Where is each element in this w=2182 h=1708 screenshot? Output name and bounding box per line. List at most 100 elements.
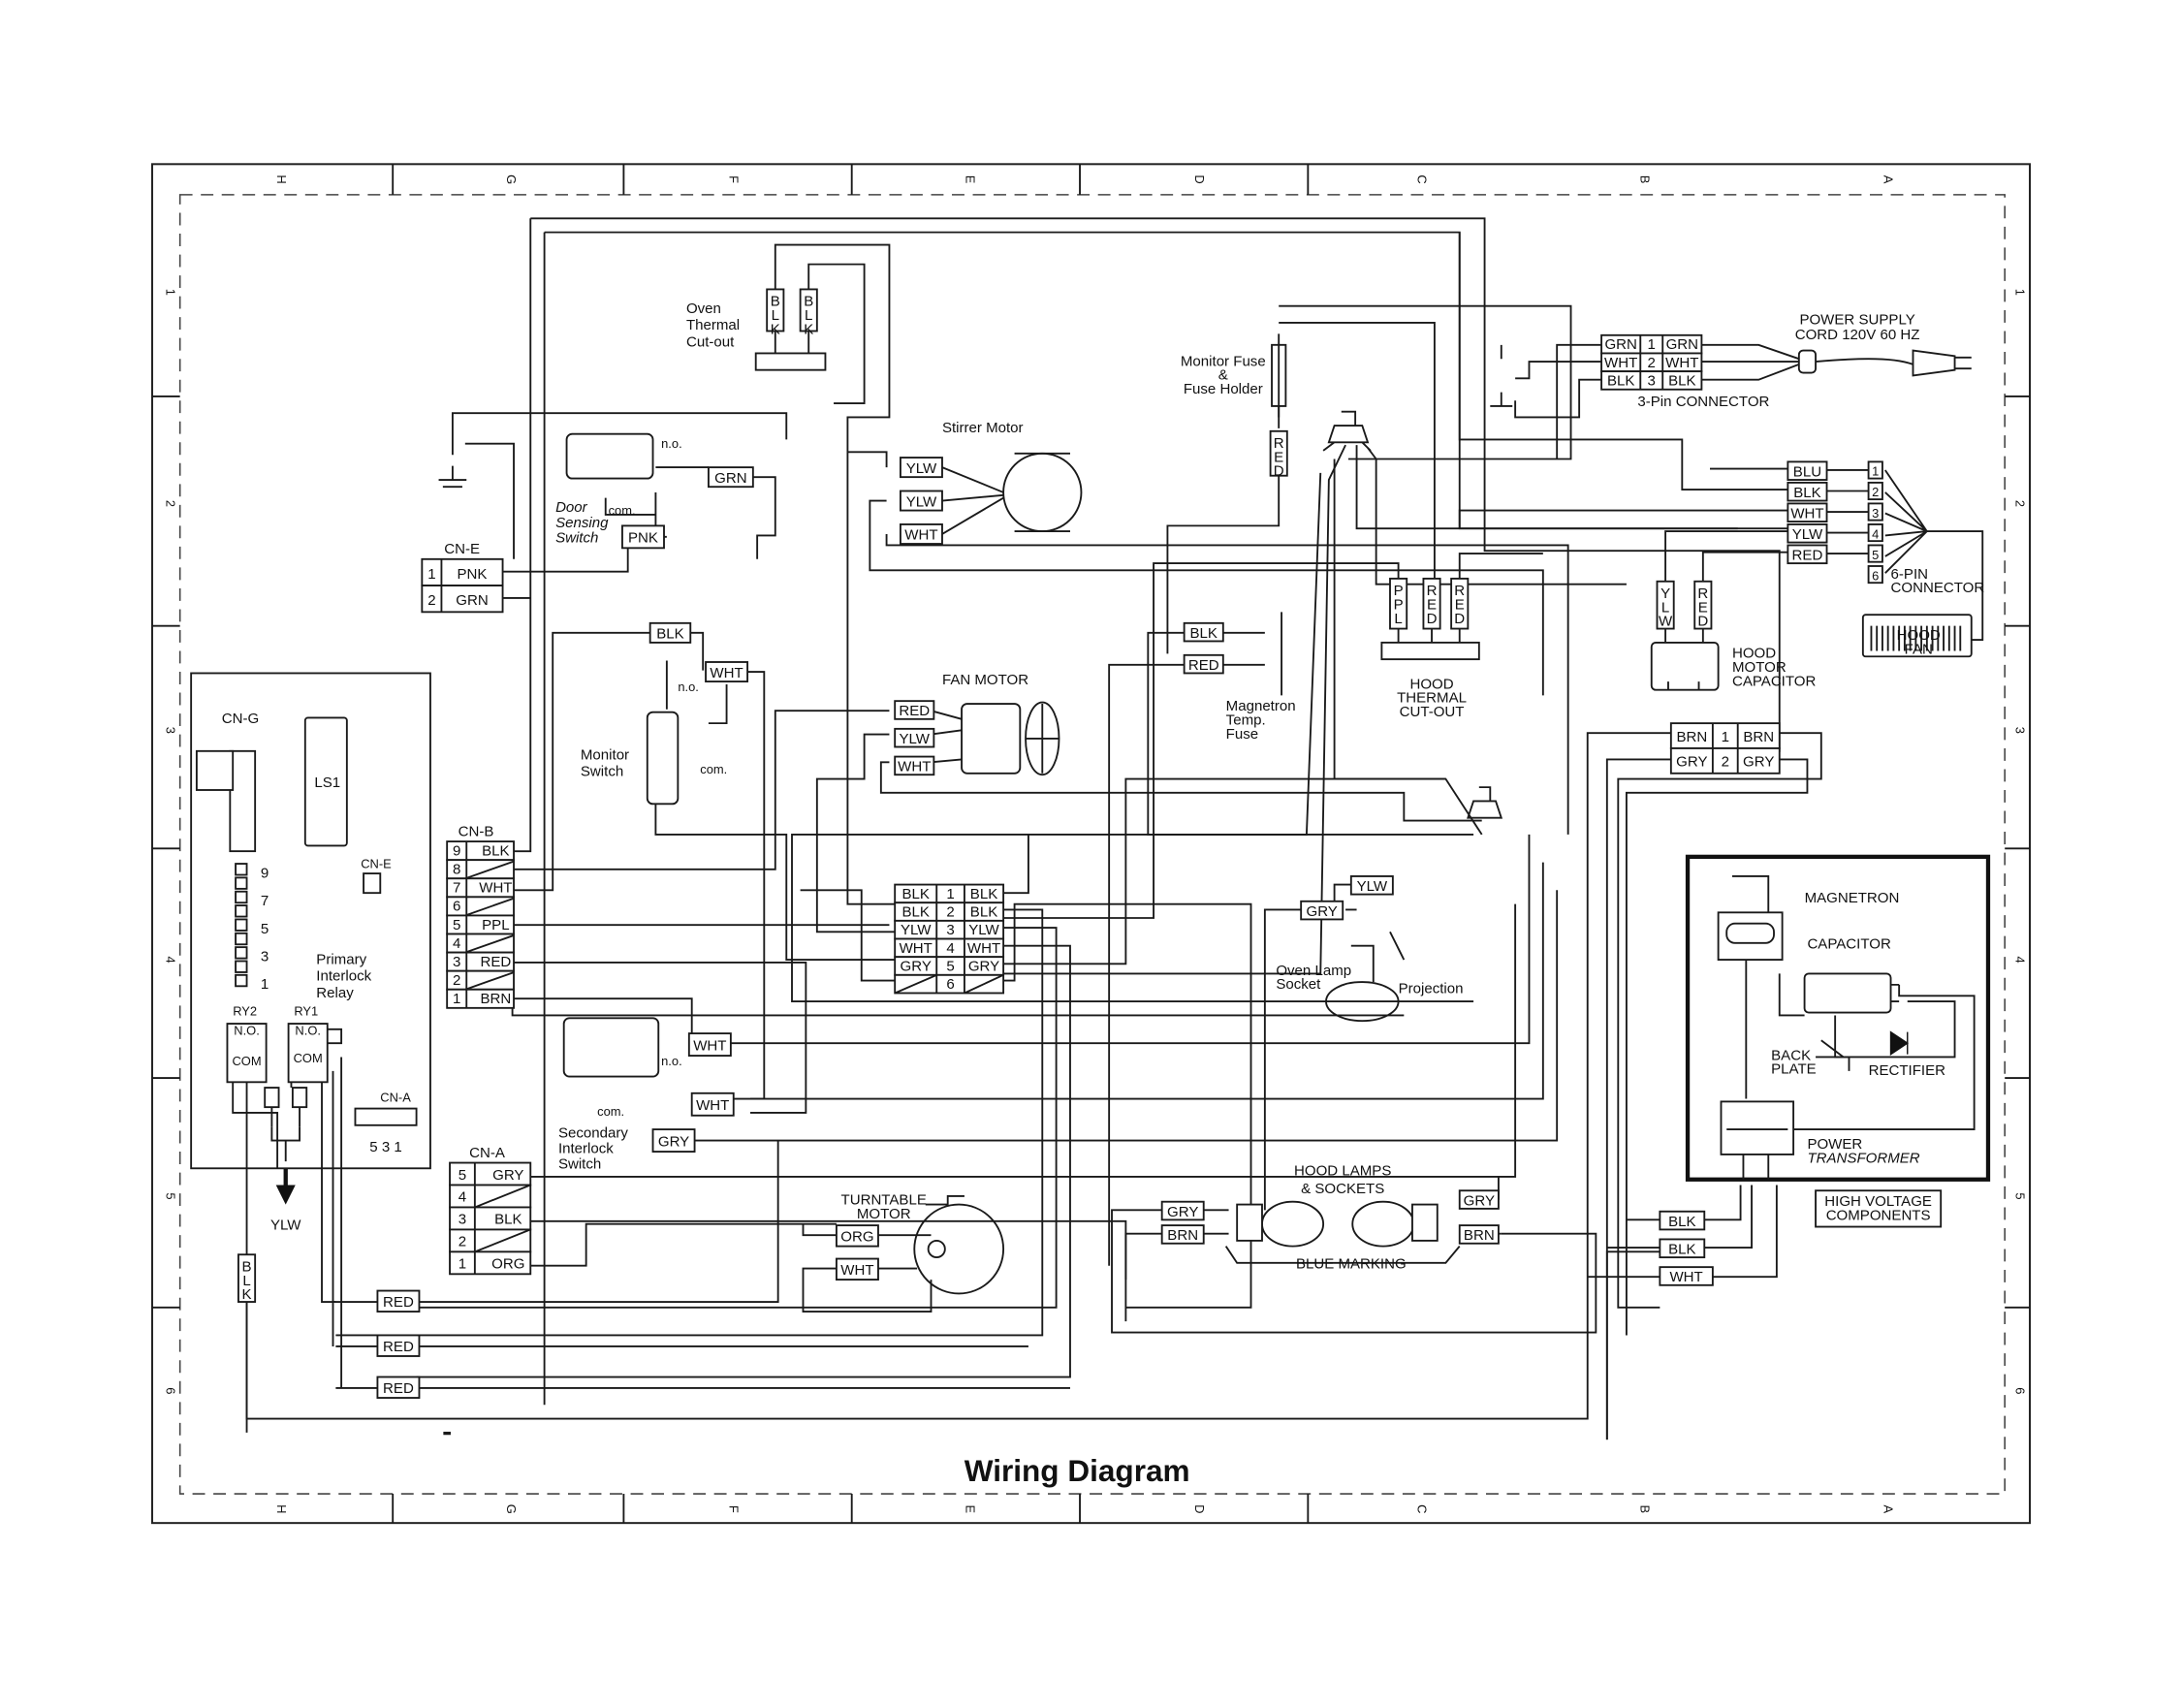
hood-cutout-wire-tag: R: [1427, 583, 1438, 599]
hood-lamps-label: HOOD LAMPS: [1294, 1162, 1391, 1179]
grid-col-label: E: [963, 1505, 977, 1514]
grid-row-label: 4: [2013, 956, 2028, 963]
sec-wht-tag: WHT: [693, 1037, 726, 1054]
grid-row-label: 1: [163, 289, 177, 296]
center-pin-color: BLK: [901, 904, 929, 921]
door-no-label: n.o.: [661, 436, 682, 451]
diagram-title: Wiring Diagram: [965, 1453, 1190, 1488]
cn-g-pin: 3: [261, 948, 269, 965]
cn-a-pin: [449, 1250, 532, 1276]
power-cord-label: CORD 120V 60 HZ: [1795, 327, 1920, 343]
transformer-blk-tag: BLK: [1668, 1214, 1695, 1230]
blk-vertical-tag: B: [242, 1258, 252, 1275]
cn-b-pin: [446, 988, 515, 1009]
monitor-fuse-label: Monitor Fuse: [1181, 353, 1266, 369]
cn-a-pin-number: 1: [459, 1256, 466, 1273]
cn-a-pin-number: 2: [459, 1234, 466, 1250]
cn-b-title: CN-B: [459, 823, 494, 839]
cn-a-small-pins: 5 3 1: [369, 1139, 401, 1155]
ry1-label: RY1: [294, 1003, 318, 1018]
thermal-wire-tag-box: [766, 288, 785, 332]
grid-col-label: H: [274, 174, 289, 183]
three-pin-row: [1600, 370, 1703, 391]
three-pin-color: BLK: [1668, 372, 1695, 389]
two-pin-row: [1669, 722, 1781, 749]
red-wire-tag-box: [376, 1376, 421, 1399]
grid-col-label: E: [963, 175, 977, 184]
grid-row-label: 3: [2013, 727, 2028, 734]
grid-col-label: G: [504, 1504, 519, 1514]
relay-label: Interlock: [316, 968, 371, 985]
ry2-com: COM: [232, 1054, 261, 1068]
hv-legend-box: [1815, 1189, 1943, 1228]
three-pin-number: 3: [1648, 372, 1656, 389]
turntable-wht-tag: WHT: [840, 1262, 873, 1279]
center-pin-color: WHT: [967, 940, 1000, 957]
six-pin-number: 5: [1872, 548, 1879, 562]
sec-com-label: com.: [597, 1104, 624, 1119]
lamp-gry-tag-box: [1458, 1189, 1500, 1210]
grid-row-label: 3: [163, 727, 177, 734]
grid-col-label: A: [1881, 175, 1895, 184]
grid-col-label: B: [1637, 1505, 1652, 1514]
turntable-label: MOTOR: [857, 1206, 911, 1222]
door-grn-tag-box: [707, 466, 754, 489]
stirrer-wire-tag: YLW: [906, 460, 937, 477]
monitor-switch-label: Monitor: [581, 746, 629, 763]
hood-fan-label: FAN: [1905, 641, 1933, 657]
hv-legend-label: HIGH VOLTAGE: [1824, 1193, 1932, 1210]
hood-cutout-wire-tag: R: [1454, 583, 1465, 599]
monitor-wht-tag: WHT: [710, 665, 743, 681]
hv-legend-label: COMPONENTS: [1826, 1207, 1931, 1223]
cn-b-pin-color: BRN: [480, 991, 511, 1007]
three-pin-label: 3-Pin CONNECTOR: [1637, 394, 1769, 410]
mag-fuse-blk-tag-box: [1183, 621, 1224, 643]
blk-vertical-tag: L: [242, 1273, 250, 1289]
lamp-brn-tag-box: [1458, 1224, 1500, 1245]
red-wire-tag-box: [376, 1334, 421, 1357]
hood-cap-wire-tag: Y: [1660, 585, 1670, 602]
door-pnk-tag-box: [621, 524, 665, 550]
stirrer-wire-tag-box: [899, 523, 943, 545]
cn-b-pin-color: WHT: [479, 880, 512, 897]
cn-b-pin-number: 4: [453, 935, 460, 952]
hood-fan-label: HOOD: [1897, 627, 1941, 644]
thermal-wire-tag: B: [804, 294, 813, 310]
center-pin-color: BLK: [901, 886, 929, 902]
stirrer-wire-tag: YLW: [906, 493, 937, 510]
cn-g-pin-box: [235, 876, 248, 890]
hood-cap-label: HOOD: [1732, 646, 1776, 662]
three-pin-color: BLK: [1607, 372, 1634, 389]
cn-b-pin-number: 3: [453, 954, 460, 970]
oven-lamp-gry-tag: GRY: [1307, 903, 1338, 920]
cn-b-pin-number: 8: [453, 862, 460, 878]
thermal-cutout-label: Cut-out: [686, 333, 735, 350]
ry1-no: N.O.: [295, 1024, 321, 1038]
projection-label: Projection: [1399, 980, 1464, 996]
hood-cutout-wire-tag: D: [1454, 611, 1465, 627]
thermal-wire-tag: L: [772, 307, 779, 324]
center-pin-color: YLW: [901, 922, 932, 938]
monitor-fuse-wire-tag: E: [1274, 449, 1283, 465]
cn-g-pin-box: [235, 960, 248, 973]
cn-a-pin-number: 4: [459, 1189, 466, 1206]
transformer-wht-tag-box: [1659, 1266, 1714, 1286]
hood-cutout-wire-tag: P: [1394, 596, 1404, 613]
inner-frame: [178, 194, 2006, 1495]
lamp-gry-tag: GRY: [1167, 1204, 1198, 1220]
hood-cap-wire-tag: D: [1697, 614, 1708, 630]
mag-temp-fuse-label: Fuse: [1226, 726, 1258, 743]
cn-a-pin-color: GRY: [492, 1167, 523, 1184]
cn-e-pin: [421, 557, 504, 587]
fan-wire-tag-box: [894, 755, 935, 776]
hood-cutout-label: THERMAL: [1397, 690, 1467, 707]
cn-e-pin-number: 1: [427, 566, 435, 583]
grid-col-label: D: [1192, 1504, 1207, 1513]
transformer-blk-tag-box: [1659, 1210, 1706, 1231]
lamp-brn-tag-box: [1160, 1224, 1205, 1245]
monitor-fuse-wire-tag: D: [1274, 463, 1284, 480]
two-pin-number: 1: [1722, 729, 1729, 745]
oven-lamp-ylw-tag: YLW: [1357, 878, 1388, 895]
hood-cap-wire-tag: E: [1698, 599, 1708, 616]
